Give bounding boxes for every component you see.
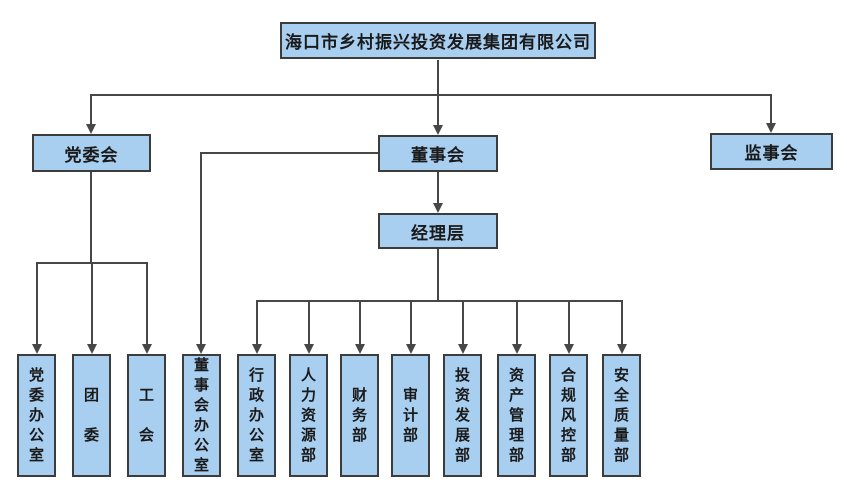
connector-line: [256, 300, 258, 346]
connector-line: [36, 262, 38, 346]
box-investment-dept: 投资发展部: [443, 354, 482, 477]
connector-line: [359, 300, 361, 346]
box-audit-dept: 审计部: [391, 354, 430, 477]
connector-line: [410, 300, 412, 346]
arrow-down: [406, 344, 416, 354]
connector-board-mgmt: [437, 172, 439, 205]
connector-line: [146, 262, 148, 346]
connector-dept-rail: [256, 300, 623, 302]
arrow-down: [252, 344, 262, 354]
box-hr-dept: 人力资源部: [289, 354, 328, 477]
box-finance-dept: 财务部: [340, 354, 379, 477]
box-admin-office: 行政办公室: [237, 354, 276, 477]
arrow-down: [142, 344, 152, 354]
connector-line: [516, 300, 518, 346]
box-supervisory-board: 监事会: [710, 133, 833, 170]
connector-board-office-drop: [200, 152, 202, 346]
connector-line: [770, 94, 772, 125]
connector-board-office-rail: [200, 152, 378, 154]
connector-mgmt-stem: [437, 249, 439, 300]
arrow-down: [86, 124, 96, 134]
arrow-down: [87, 344, 97, 354]
arrow-down: [617, 344, 627, 354]
arrow-down: [564, 344, 574, 354]
box-labor-union: 工 会: [127, 354, 166, 477]
connector-line: [462, 300, 464, 346]
arrow-down: [512, 344, 522, 354]
box-board-office: 董事会办公室: [182, 354, 221, 477]
box-safety-quality-dept: 安全质量部: [602, 354, 641, 477]
arrow-down: [433, 203, 443, 213]
connector-line: [90, 94, 92, 126]
box-party-office: 党委办公室: [17, 354, 56, 477]
arrow-down: [304, 344, 314, 354]
connector-line: [437, 94, 439, 127]
box-party-committee: 党委会: [32, 134, 151, 172]
box-root-company: 海口市乡村振兴投资发展集团有限公司: [280, 22, 596, 59]
arrow-down: [766, 123, 776, 133]
connector-line: [621, 300, 623, 346]
connector-line: [568, 300, 570, 346]
connector-party-stem: [90, 172, 92, 262]
connector-root-stem: [437, 60, 439, 94]
arrow-down: [355, 344, 365, 354]
arrow-down: [196, 344, 206, 354]
box-youth-league: 团 委: [72, 354, 111, 477]
arrow-down: [433, 125, 443, 135]
connector-level2-rail: [90, 94, 772, 96]
arrow-down: [32, 344, 42, 354]
arrow-down: [458, 344, 468, 354]
box-management-layer: 经理层: [378, 213, 498, 249]
connector-line: [308, 300, 310, 346]
box-compliance-risk-dept: 合规风控部: [549, 354, 588, 477]
connector-line: [91, 262, 93, 346]
box-board-of-directors: 董事会: [378, 135, 498, 172]
box-asset-mgmt-dept: 资产管理部: [497, 354, 536, 477]
